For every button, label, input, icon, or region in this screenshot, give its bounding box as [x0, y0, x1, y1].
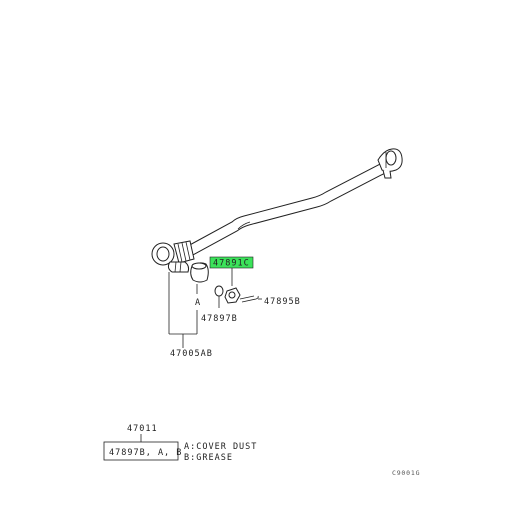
drag-link-rod	[185, 161, 390, 257]
end-assembly-label: 47005AB	[170, 349, 213, 359]
legend-kit-box: 47897B, A, B	[109, 448, 182, 458]
legend-assembly-number: 47011	[127, 424, 158, 434]
assembly-bracket	[168, 272, 198, 348]
left-ball-socket-end	[151, 240, 195, 273]
cotter-pin	[239, 295, 262, 303]
snap-ring	[214, 285, 224, 308]
cotter-pin-label: 47895B	[264, 297, 301, 307]
figure-code: C9001G	[392, 469, 420, 477]
bushing-label: 47897B	[201, 314, 238, 324]
legend-note-b: B:GREASE	[184, 453, 233, 463]
legend-note-a: A:COVER DUST	[184, 442, 257, 452]
right-tie-rod-end	[377, 148, 403, 179]
highlight-callout[interactable]: 47891C	[209, 256, 254, 269]
legend: 47011 47897B, A, B A:COVER DUST B:GREASE	[103, 424, 257, 463]
mark-a-label: A	[195, 298, 201, 308]
highlight-callout-label: 47891C	[213, 259, 250, 269]
castle-nut	[224, 268, 241, 304]
dust-cover	[190, 262, 209, 294]
